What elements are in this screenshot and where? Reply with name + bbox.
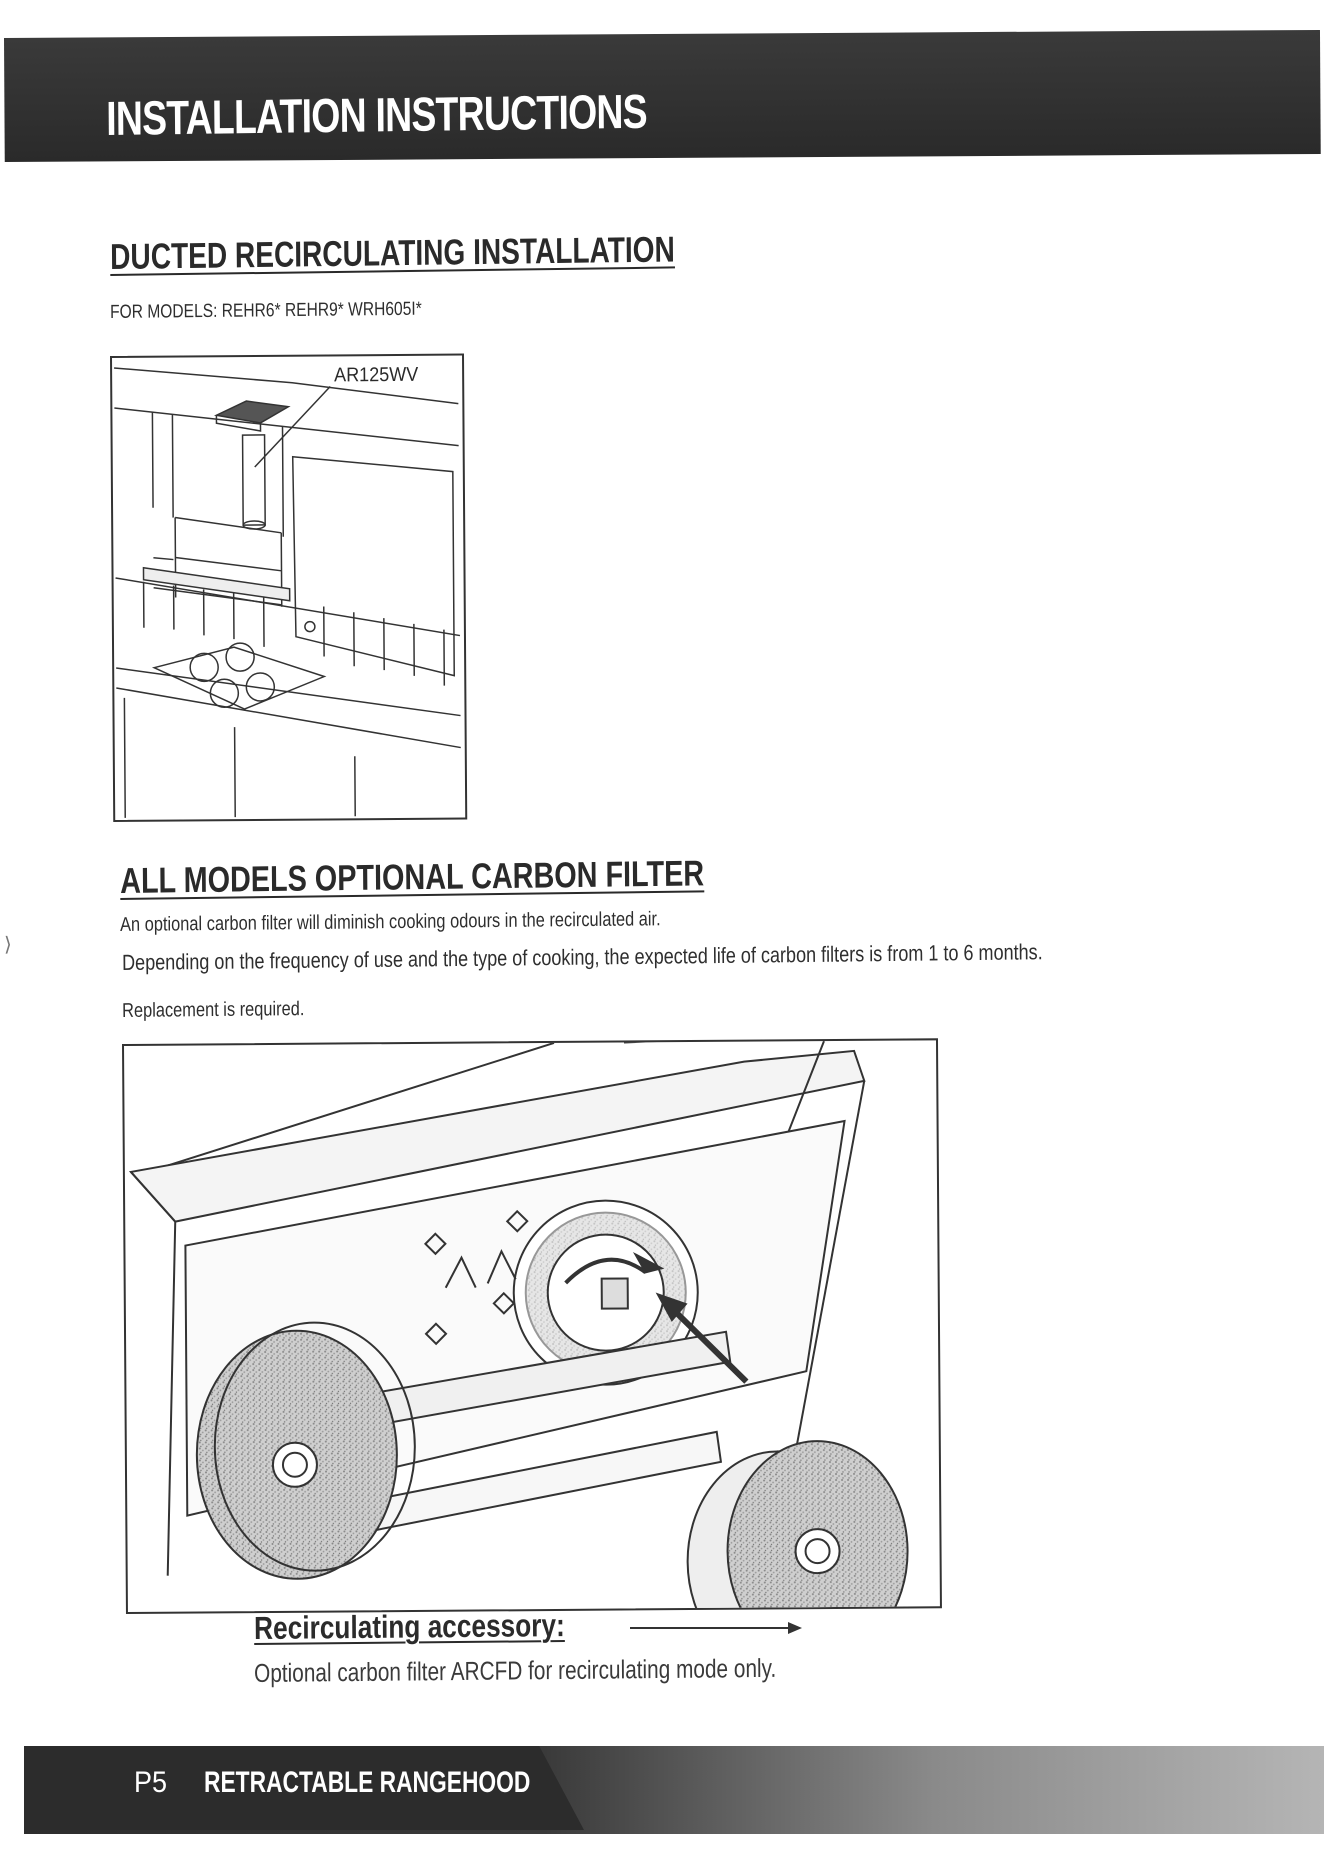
carbon-section-title: ALL MODELS OPTIONAL CARBON FILTER xyxy=(120,852,705,901)
accessory-title: Recirculating accessory: xyxy=(254,1607,565,1646)
rangehood-drawing xyxy=(128,1029,909,1673)
accessory-description: Optional carbon filter ARCFD for recircu… xyxy=(254,1652,777,1688)
duct-part-label: AR125WV xyxy=(334,363,419,387)
page-number: P5 xyxy=(134,1766,168,1799)
kitchen-drawing xyxy=(114,367,461,818)
page-title: INSTALLATION INSTRUCTIONS xyxy=(106,85,648,146)
carbon-filter-figure xyxy=(122,1029,942,1673)
carbon-paragraph-1: An optional carbon filter will diminish … xyxy=(120,908,661,936)
arrow-right-icon xyxy=(630,1622,802,1634)
models-line: FOR MODELS: REHR6* REHR9* WRH605I* xyxy=(110,298,422,323)
carbon-paragraph-2: Depending on the frequency of use and th… xyxy=(122,939,1043,975)
kitchen-installation-figure: AR125WV xyxy=(110,353,468,822)
ducted-section-title: DUCTED RECIRCULATING INSTALLATION xyxy=(110,228,675,277)
product-name: RETRACTABLE RANGEHOOD xyxy=(204,1766,531,1799)
footer-tab xyxy=(24,1746,584,1830)
carbon-paragraph-3: Replacement is required. xyxy=(122,998,305,1022)
edge-mark: ⟩ xyxy=(4,934,12,956)
